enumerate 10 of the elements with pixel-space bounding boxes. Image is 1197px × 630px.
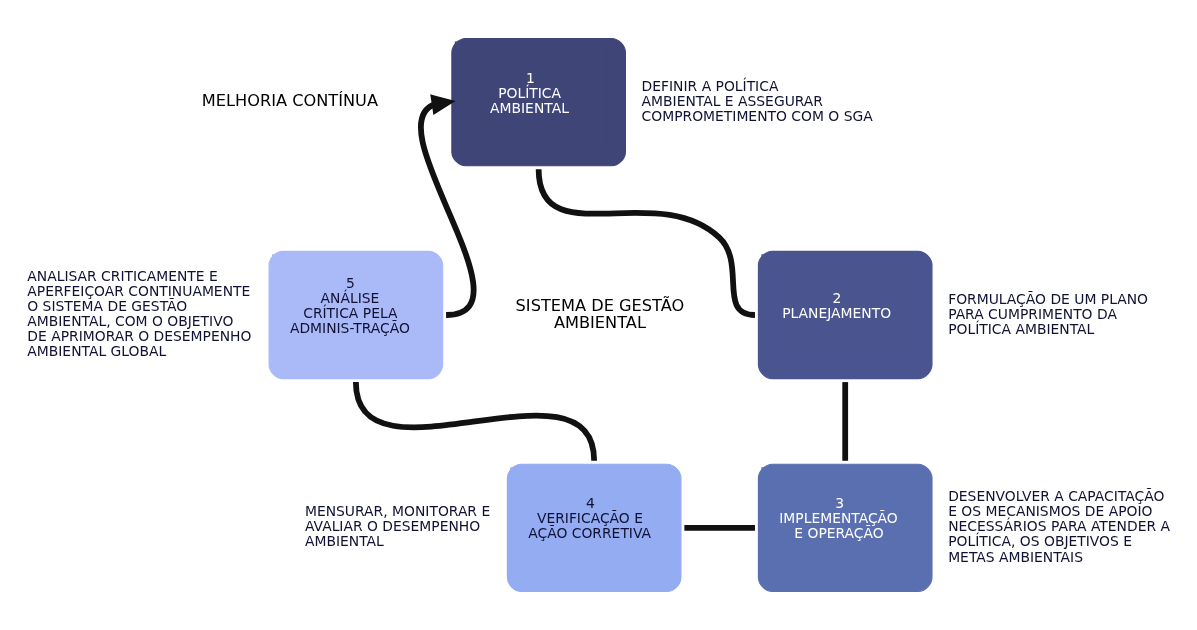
- node-label: FORMULAÇÃO DE UM PLANO PARA CUMPRIMENTO DA POLÍTICA AMBIENTAL: [948, 290, 1149, 337]
- connector: [353, 381, 597, 462]
- connector: [842, 382, 849, 461]
- node-label: MENSURAR, MONITORAR E AVALIAR O DESEMPENHO AMBIENTAL: [304, 503, 491, 550]
- connector: [684, 524, 755, 531]
- node-label: DESENVOLVER A CAPACITAÇÃO E OS MECANISMOS DE APOIO NECESSÁRIOS PARA ATENDER A POLÍTICA, OS OBJETIVOS E METAS AMBIENTAIS: [948, 488, 1170, 565]
- node-label: ANALISAR CRITICAMENTE E APERFEIÇOAR CONTINUAMENTE O SISTEMA DE GESTÃO AMBIENTAL, COM O OBJETIVO DE APRIMORAR O DESEMPENHO AMBIENTAL GLOBAL: [27, 267, 252, 360]
- label: SISTEMA DE GESTÃO AMBIENTAL: [515, 295, 685, 332]
- label: MELHORIA CONTÍNUA: [201, 91, 379, 111]
- node-label: DEFINIR A POLÍTICA AMBIENTAL E ASSEGURAR COMPROMETIMENTO COM O SGA: [641, 77, 873, 124]
